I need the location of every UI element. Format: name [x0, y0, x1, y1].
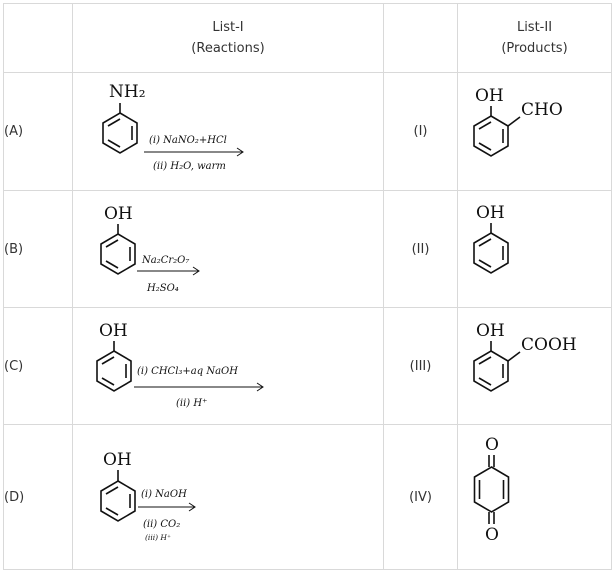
list1-title: List-I [212, 20, 244, 35]
quinone-ring [473, 466, 510, 513]
benzene-ring [473, 350, 509, 392]
match-table: List-I (Reactions) List-II (Products) (A… [3, 3, 612, 570]
product-cell: OH [457, 190, 612, 308]
table-row: (C) OH (i) CHCl₃+aq NaOH (ii) H⁺ (III) [3, 307, 612, 425]
reagent-top: (i) NaNO₂+HCl [149, 135, 227, 146]
row-label: (A) [3, 72, 73, 191]
benzene-ring [102, 112, 138, 154]
reactant-group: NH₂ [109, 82, 146, 102]
reagent-top: Na₂Cr₂O₇ [141, 255, 189, 266]
row-label: (B) [3, 190, 73, 308]
product-group-cho: CHO [521, 100, 563, 120]
reagent-extra: (iii) H⁺ [145, 533, 171, 542]
table-row: (D) OH (i) NaOH (ii) CO₂ (iii) H⁺ (IV) [3, 424, 612, 570]
product-group-o-top: O [485, 435, 499, 455]
header-row: List-I (Reactions) List-II (Products) [3, 3, 612, 73]
list2-title: List-II [516, 20, 553, 35]
reagent-top: (i) CHCl₃+aq NaOH [137, 366, 238, 377]
roman-label: (IV) [383, 424, 458, 570]
reagent-bottom: H₂SO₄ [146, 283, 179, 294]
reaction-diagram: OH (i) CHCl₃+aq NaOH (ii) H⁺ [96, 321, 264, 409]
reagent-bottom: (ii) H⁺ [176, 398, 207, 409]
row-label: (C) [3, 307, 73, 425]
product-cell: OH CHO [457, 72, 612, 191]
roman-label: (I) [383, 72, 458, 191]
reaction-diagram: NH₂ (i) NaNO₂+HCl (ii) H₂O, warm [102, 82, 244, 172]
benzene-ring [100, 233, 136, 275]
reagent-bottom: (ii) CO₂ [143, 519, 180, 530]
benzene-ring [100, 480, 136, 522]
benzene-ring [473, 115, 509, 157]
product-cell: O O [457, 424, 612, 570]
reagent-top: (i) NaOH [141, 489, 187, 500]
reactant-group: OH [104, 204, 133, 224]
table-row: (B) OH Na₂Cr₂O₇ H₂SO₄ (II) OH [3, 190, 612, 308]
product-diagram: OH CHO [473, 86, 563, 157]
reaction-cell: OH (i) NaOH (ii) CO₂ (iii) H⁺ [72, 424, 384, 570]
product-group-cooh: COOH [521, 335, 577, 355]
reaction-diagram: OH (i) NaOH (ii) CO₂ (iii) H⁺ [100, 450, 196, 542]
roman-label: (III) [383, 307, 458, 425]
list2-header: List-II (Products) [457, 3, 612, 73]
row-label: (D) [3, 424, 73, 570]
product-group-oh: OH [476, 203, 505, 223]
reactant-group: OH [99, 321, 128, 341]
product-diagram: OH COOH [473, 321, 577, 392]
list2-subtitle: (Products) [501, 41, 568, 56]
benzene-ring [473, 232, 509, 274]
header-empty-1 [3, 3, 73, 73]
product-cell: OH COOH [457, 307, 612, 425]
table-row: (A) NH₂ (i) NaNO₂+HCl (ii) H₂O, warm (I) [3, 72, 612, 191]
reaction-cell: NH₂ (i) NaNO₂+HCl (ii) H₂O, warm [72, 72, 384, 191]
reaction-cell: OH (i) CHCl₃+aq NaOH (ii) H⁺ [72, 307, 384, 425]
product-group-oh: OH [476, 321, 505, 341]
reagent-bottom: (ii) H₂O, warm [153, 161, 226, 172]
benzene-ring [96, 350, 132, 392]
reactant-group: OH [103, 450, 132, 470]
reaction-cell: OH Na₂Cr₂O₇ H₂SO₄ [72, 190, 384, 308]
list1-subtitle: (Reactions) [191, 41, 265, 56]
reaction-diagram: OH Na₂Cr₂O₇ H₂SO₄ [100, 204, 200, 294]
product-group-oh: OH [475, 86, 504, 106]
list1-header: List-I (Reactions) [72, 3, 384, 73]
product-diagram: O O [473, 435, 510, 545]
product-group-o-bottom: O [485, 525, 499, 545]
product-diagram: OH [473, 203, 509, 274]
header-empty-2 [383, 3, 458, 73]
roman-label: (II) [383, 190, 458, 308]
